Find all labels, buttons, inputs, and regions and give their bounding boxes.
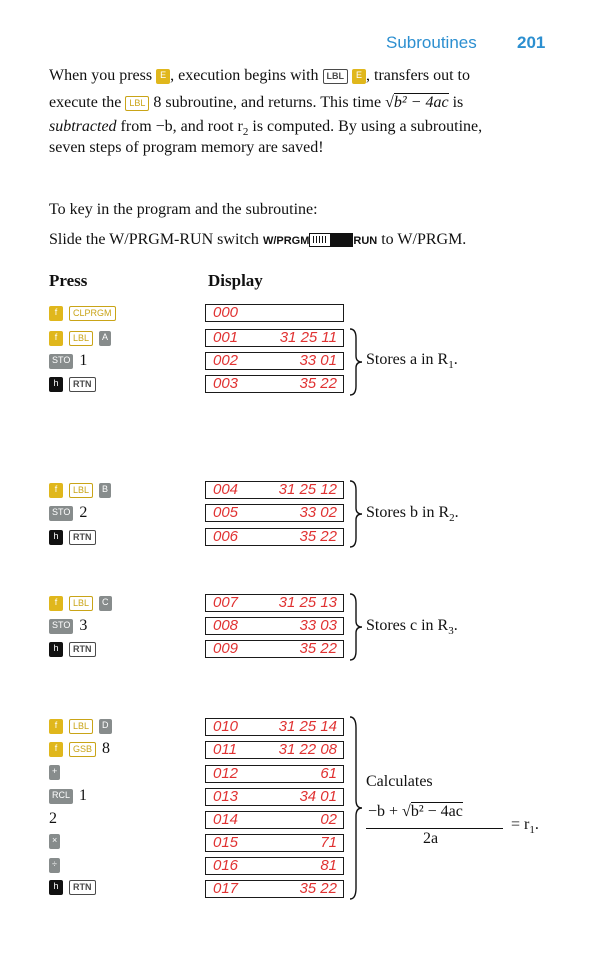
key-divide: ÷ <box>49 857 60 873</box>
key-lbl: LBL <box>69 330 94 346</box>
key-lbl: LBL <box>125 95 150 111</box>
page-number: 201 <box>517 33 546 52</box>
sqrt-expression: √b² − 4ac <box>385 93 449 111</box>
press-row-001: f LBL A <box>49 329 112 347</box>
press-row-015: × <box>49 832 61 850</box>
intro-line-3: subtracted from −b, and root r2 is compu… <box>49 118 483 139</box>
key-d: D <box>99 718 112 734</box>
header-title: Subroutines <box>386 33 477 52</box>
press-row-016: ÷ <box>49 856 60 874</box>
key-lbl: LBL <box>322 68 349 84</box>
key-gsb: GSB <box>69 741 97 757</box>
key-plus: + <box>49 764 61 780</box>
key-sto: STO <box>49 618 74 634</box>
press-row-004: f LBL B <box>49 481 112 499</box>
press-row-002: STO 1 <box>49 352 87 370</box>
press-row-010: f LBL D <box>49 717 112 735</box>
key-rtn: RTN <box>69 641 96 657</box>
key-rtn: RTN <box>69 879 96 895</box>
brace-group-b <box>349 480 363 548</box>
brace-group-a <box>349 328 363 396</box>
key-h: h <box>49 641 63 657</box>
key-h: h <box>49 879 63 895</box>
brace-group-c <box>349 593 363 661</box>
instruction-line-1: To key in the program and the subroutine… <box>49 201 318 218</box>
press-row-008: STO 3 <box>49 617 87 635</box>
key-f: f <box>49 741 63 757</box>
key-f: f <box>49 330 63 346</box>
formula-result: = r1. <box>511 816 539 837</box>
key-sto: STO <box>49 353 74 369</box>
key-rtn: RTN <box>69 376 96 392</box>
key-h: h <box>49 529 63 545</box>
formula-numerator: −b + √b² − 4ac <box>368 802 463 820</box>
wprgm-run-switch <box>309 233 354 248</box>
key-f: f <box>49 718 63 734</box>
press-row-017: h RTN <box>49 878 96 896</box>
intro-line-1: When you press E, execution begins with … <box>49 67 470 84</box>
key-rcl: RCL <box>49 788 74 804</box>
key-b: B <box>99 482 112 498</box>
press-row-006: h RTN <box>49 528 96 546</box>
key-lbl: LBL <box>69 718 94 734</box>
press-row-009: h RTN <box>49 640 96 658</box>
note-stores-a: Stores a in R1. <box>366 351 458 372</box>
press-row-014: 2 <box>49 810 57 827</box>
press-row-013: RCL 1 <box>49 787 87 805</box>
key-e: E <box>156 68 171 84</box>
key-clprgm: CLPRGM <box>69 305 116 321</box>
intro-line-2: execute the LBL 8 subroutine, and return… <box>49 93 464 111</box>
press-row-012: + <box>49 763 61 781</box>
key-rtn: RTN <box>69 529 96 545</box>
key-sto: STO <box>49 505 74 521</box>
press-row-005: STO 2 <box>49 504 87 522</box>
note-calculates: Calculates <box>366 773 433 790</box>
press-row-003: h RTN <box>49 375 96 393</box>
fraction-bar <box>366 828 503 829</box>
key-times: × <box>49 833 61 849</box>
press-row-000: f CLPRGM <box>49 304 116 322</box>
key-lbl: LBL <box>69 482 94 498</box>
key-lbl: LBL <box>69 595 94 611</box>
key-a: A <box>99 330 112 346</box>
formula-denominator: 2a <box>423 830 439 847</box>
note-stores-c: Stores c in R3. <box>366 617 458 638</box>
key-e: E <box>352 68 367 84</box>
intro-line-4: seven steps of program memory are saved! <box>49 139 324 156</box>
display-column-header: Display <box>208 271 263 290</box>
note-stores-b: Stores b in R2. <box>366 504 459 525</box>
key-h: h <box>49 376 63 392</box>
press-row-011: f GSB 8 <box>49 740 110 758</box>
key-f: f <box>49 305 63 321</box>
press-row-007: f LBL C <box>49 594 112 612</box>
press-column-header: Press <box>49 271 88 290</box>
key-f: f <box>49 595 63 611</box>
key-f: f <box>49 482 63 498</box>
key-c: C <box>99 595 112 611</box>
display-row-000: 000 <box>205 304 344 322</box>
brace-group-d <box>349 716 363 900</box>
